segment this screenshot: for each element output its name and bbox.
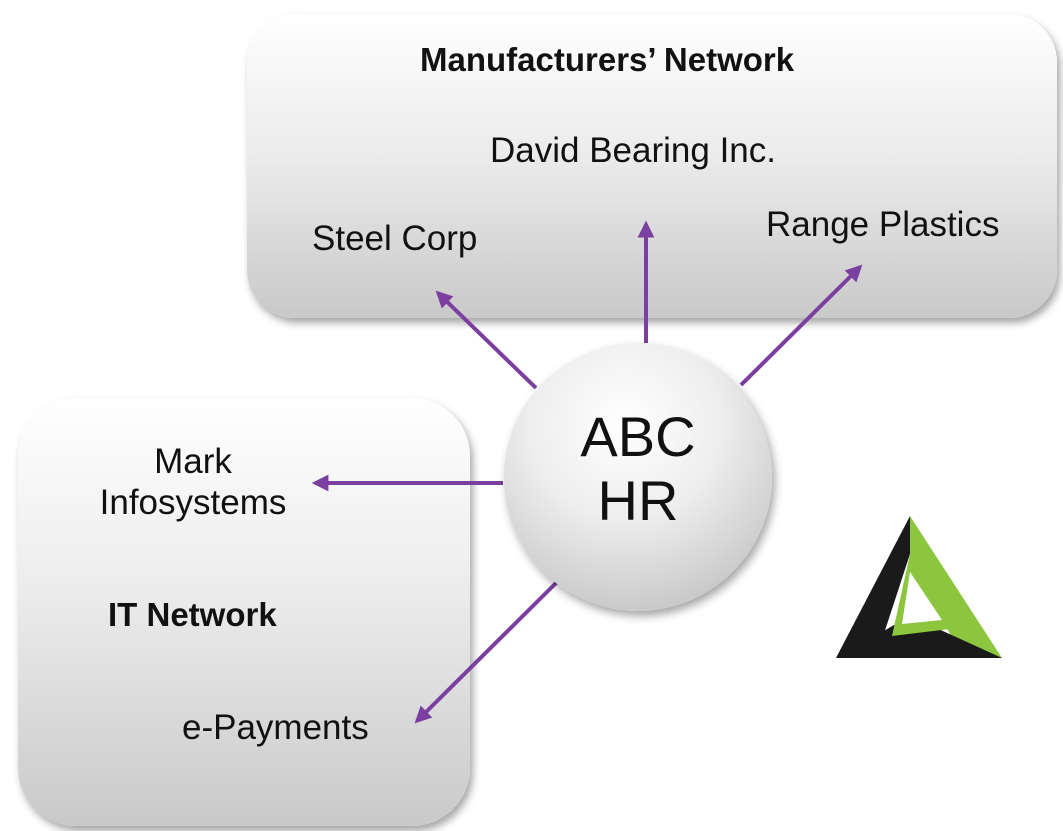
- node-steel-corp: Steel Corp: [312, 219, 478, 258]
- node-range-plastics: Range Plastics: [766, 205, 1000, 244]
- it-network-box: [18, 398, 470, 826]
- arrow-to-steel-corp: [435, 290, 538, 390]
- it-network-title: IT Network: [108, 596, 277, 633]
- abc-hr-label: ABC HR: [580, 405, 696, 532]
- node-e-payments: e-Payments: [182, 708, 369, 747]
- triangle-logo-icon: [836, 516, 1002, 658]
- node-david-bearing: David Bearing Inc.: [490, 131, 776, 170]
- manufacturers-network-box: [247, 14, 1057, 318]
- manufacturers-network-title: Manufacturers’ Network: [420, 41, 795, 78]
- arrow-to-e-payments: [414, 580, 559, 724]
- node-mark-infosystems: Mark Infosystems: [99, 442, 287, 522]
- arrow-to-range-plastics: [739, 264, 863, 387]
- abc-hr-hub: [504, 343, 772, 611]
